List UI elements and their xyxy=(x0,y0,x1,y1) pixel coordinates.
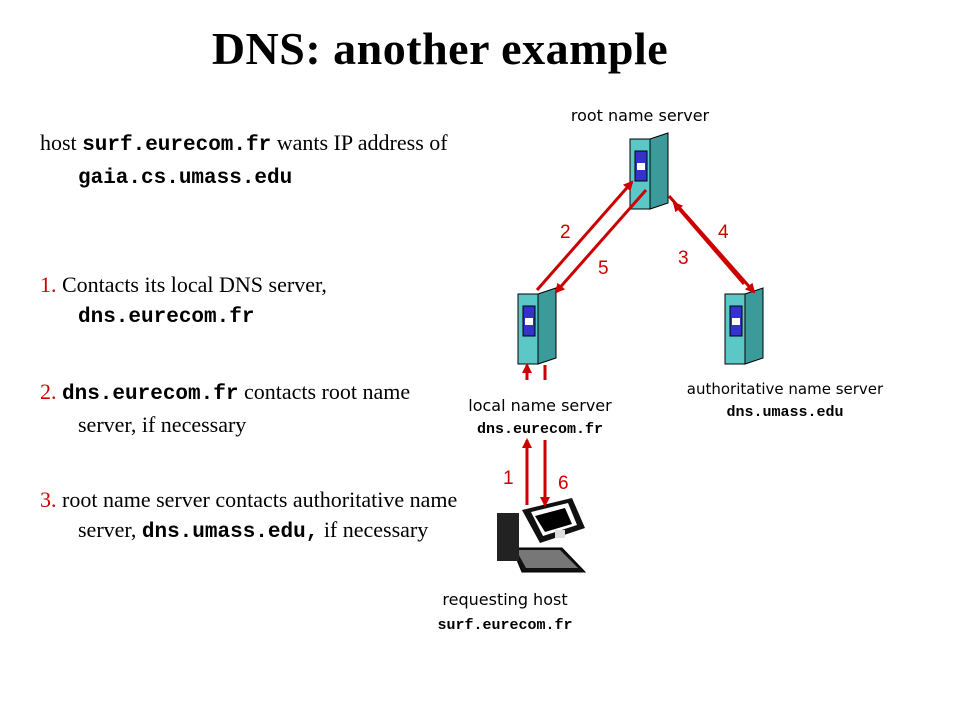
paragraph-step-1: 1. Contacts its local DNS server, dns.eu… xyxy=(40,270,458,333)
local-server-icon xyxy=(517,287,557,365)
requesting-host-name: requesting host xyxy=(442,590,568,609)
paragraph-step-3-text-a: root name server contacts authoritative … xyxy=(62,487,458,542)
paragraph-step-3-text-c: if necessary xyxy=(318,517,429,542)
paragraph-step-1-host: dns.eurecom.fr xyxy=(78,306,255,329)
computer-icon xyxy=(497,498,587,573)
root-server-icon xyxy=(629,132,669,210)
local-server-host: dns.eurecom.fr xyxy=(476,421,604,438)
arrow-step-2 xyxy=(535,180,634,291)
local-server-name: local name server xyxy=(468,396,612,415)
paragraph-intro: host surf.eurecom.fr wants IP address of… xyxy=(40,128,458,194)
paragraph-step-3-host: dns.umass.edu, xyxy=(141,521,319,544)
paragraph-intro-text-c: wants IP address of xyxy=(271,130,448,155)
authoritative-server-label: authoritative name server dns.umass.edu xyxy=(640,377,930,425)
paragraph-step-2-number: 2. xyxy=(40,379,62,404)
paragraph-intro-text-a: host xyxy=(40,130,83,155)
paragraph-intro-target: gaia.cs.umass.edu xyxy=(78,167,293,190)
requesting-host-label: requesting host surf.eurecom.fr xyxy=(385,587,625,639)
paragraph-step-2-host: dns.eurecom.fr xyxy=(62,383,239,406)
step-4-label: 4 xyxy=(718,222,729,243)
paragraph-step-3: 3. root name server contacts authoritati… xyxy=(40,485,458,548)
paragraph-step-3-number: 3. xyxy=(40,487,62,512)
requesting-host-address: surf.eurecom.fr xyxy=(437,617,573,634)
arrows xyxy=(522,180,756,507)
step-1-label: 1 xyxy=(503,468,514,489)
paragraph-step-1-number: 1. xyxy=(40,272,62,297)
arrow-step-5 xyxy=(554,189,648,294)
local-server-label: local name server dns.eurecom.fr xyxy=(420,394,660,442)
page-title: DNS: another example xyxy=(211,23,669,74)
root-server-label: root name server xyxy=(520,106,760,125)
step-3-label: 3 xyxy=(678,248,689,269)
authoritative-server-name: authoritative name server xyxy=(686,380,884,398)
paragraph-intro-host: surf.eurecom.fr xyxy=(82,134,272,157)
paragraph-step-1-text: Contacts its local DNS server, xyxy=(62,272,327,297)
step-5-label: 5 xyxy=(598,258,609,279)
paragraph-step-2-text: contacts root name server, if necessary xyxy=(78,379,411,437)
step-2-label: 2 xyxy=(560,222,571,243)
arrow-step-4 xyxy=(672,201,746,285)
root-server-name: root name server xyxy=(570,106,710,125)
step-6-label: 6 xyxy=(558,473,569,494)
authoritative-server-host: dns.umass.edu xyxy=(726,404,844,421)
authoritative-server-icon xyxy=(724,287,764,365)
paragraph-step-2: 2. dns.eurecom.fr contacts root name ser… xyxy=(40,377,458,440)
